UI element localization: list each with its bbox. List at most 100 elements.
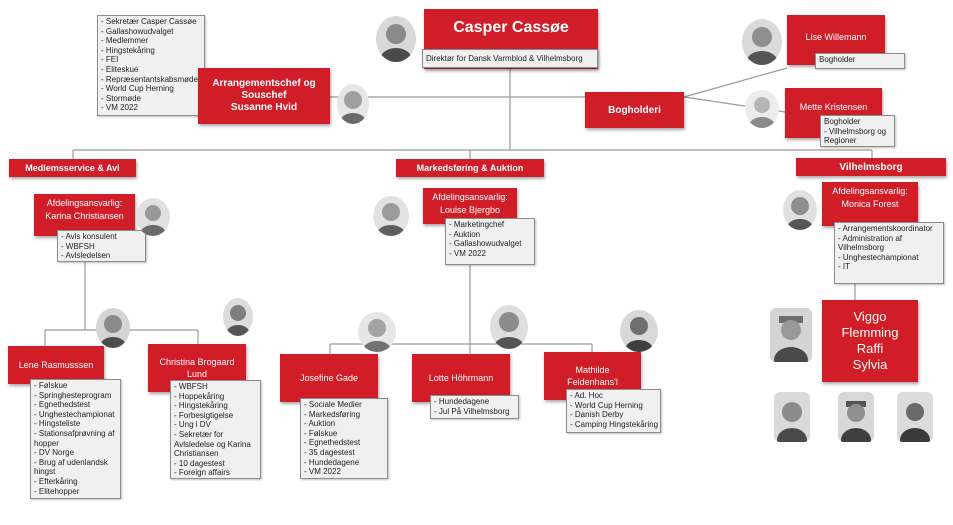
task-item: - VM 2022: [304, 467, 341, 477]
staff-lene-box: Lene Rasmusssen: [8, 346, 104, 384]
dept-marketing-header: Markedsføring & Auktion: [396, 159, 544, 177]
vilhelmsborg-staff-photo-1: [770, 308, 812, 362]
task-item: - Auktion: [449, 229, 481, 239]
vilhelmsborg-staff-box: Viggo Flemming Raffi Sylvia: [822, 300, 918, 382]
task-item: - Hundedagene: [304, 457, 360, 467]
vilhelmsborg-staff-raffi: Raffi: [856, 341, 884, 356]
task-item: - Repræsentantskabsmøde: [101, 74, 198, 84]
dept-marketing-head-tasks: - Marketingchef- Auktion- Gallashowudval…: [445, 218, 535, 265]
staff-lotte-tasks: - Hundedagene- Jul På Vilhelmsborg: [430, 395, 519, 419]
task-item: - FEI: [101, 55, 119, 65]
task-item: - Følskue: [304, 428, 338, 438]
task-item: - Sekretær for: [174, 429, 224, 439]
events-chief-box: Arrangementschef og Souschef Susanne Hvi…: [198, 68, 330, 124]
task-item: - Følskue: [34, 381, 68, 390]
task-item: - Arrangementskoordinator: [838, 224, 933, 233]
task-item: Bogholder: [819, 55, 856, 64]
dept-medlemsservice-head-name: Karina Christiansen: [45, 211, 124, 221]
dept-medlemsservice-header: Medlemsservice & Avl: [9, 159, 136, 177]
dept-marketing-head-photo: [373, 196, 409, 236]
task-item: - Foreign affairs: [174, 468, 230, 478]
task-item: - Efterkåring: [34, 476, 78, 486]
dept-vilhelmsborg-head-tasks: - Arrangementskoordinator- Administratio…: [834, 222, 944, 284]
task-item: - World Cup Herning: [101, 84, 174, 94]
task-item: Vilhelmsborg: [838, 243, 885, 253]
accountant-1-tasks: Bogholder: [815, 53, 905, 69]
task-item: - Hundedagene: [434, 397, 490, 406]
dept-medlemsservice-head-label: Afdelingsansvarlig:: [46, 198, 123, 208]
task-item: Regioner: [824, 136, 857, 146]
task-item: - Egnethedstest: [304, 438, 361, 448]
staff-lotte-box: Lotte Höhrmann: [412, 354, 510, 402]
box-label: Vilhelmsborg: [839, 161, 903, 173]
task-item: - Forbesigtigelse: [174, 410, 234, 420]
accountant-1-photo: [742, 19, 782, 65]
vilhelmsborg-staff-photo-4: [897, 392, 933, 442]
director-photo: [376, 16, 416, 62]
task-item: - Hoppekåring: [174, 391, 225, 401]
vilhelmsborg-staff-flemming: Flemming: [841, 325, 899, 340]
task-item: Avlsledelse og Karina: [174, 439, 251, 449]
staff-christina-photo: [223, 298, 253, 336]
events-chief-tasks: - Sekretær Casper Cassøe- Gallashowudval…: [97, 15, 205, 116]
vilhelmsborg-staff-photo-2: [774, 392, 810, 442]
dept-medlemsservice-head-tasks: - Avls konsulent- WBFSH- Avlsledelsen: [57, 230, 146, 262]
task-item: - Brug af udenlandsk: [34, 457, 108, 467]
task-item: - Avls konsulent: [61, 232, 117, 241]
task-item: - Medlemmer: [101, 36, 149, 46]
staff-lotte-photo: [490, 305, 528, 349]
dept-vilhelmsborg-head-box: Afdelingsansvarlig: Monica Forest: [822, 182, 918, 226]
accounting-box: Bogholderi: [585, 92, 684, 128]
task-item: - Stationsafprøvning af: [34, 428, 115, 438]
events-chief-title: Arrangementschef og Souschef: [212, 78, 316, 101]
task-item: - Unghestechampionat: [34, 409, 115, 419]
vilhelmsborg-staff-sylvia: Sylvia: [852, 357, 888, 372]
dept-vilhelmsborg-head-photo: [783, 190, 817, 230]
task-item: - Auktion: [304, 419, 336, 429]
task-item: - Hingstekåring: [174, 401, 228, 411]
task-item: - Ad. Hoc: [570, 391, 603, 400]
task-item: - Gallashowudvalget: [101, 26, 174, 36]
box-label: Lene Rasmusssen: [18, 360, 94, 370]
task-item: - Sociale Medier: [304, 400, 362, 409]
task-item: - 10 dagestest: [174, 458, 225, 468]
staff-lene-photo: [96, 308, 130, 348]
task-item: - Unghestechampionat: [838, 252, 919, 262]
task-item: - Springhesteprogram: [34, 390, 112, 400]
task-item: - Sekretær Casper Cassøe: [101, 17, 197, 26]
task-item: - Ung i DV: [174, 420, 211, 430]
staff-lene-tasks: - Følskue- Springhesteprogram- Egnetheds…: [30, 379, 121, 499]
staff-josefine-box: Josefine Gade: [280, 354, 378, 402]
task-item: - WBFSH: [61, 241, 95, 251]
task-item: - World Cup Herning: [570, 400, 643, 410]
task-item: - Hingsteliste: [34, 419, 81, 429]
dept-medlemsservice-head-box: Afdelingsansvarlig: Karina Christiansen: [34, 194, 135, 236]
task-item: - Jul På Vilhelmsborg: [434, 406, 510, 416]
task-item: Bogholder: [824, 117, 861, 126]
box-label: Christina Brogaard Lund: [159, 357, 235, 379]
director-title: Direktør for Dansk Varmblod & Vilhelmsbo…: [426, 54, 583, 63]
task-item: - Egnethedstest: [34, 400, 91, 410]
accountant-1-name: Lise Willemann: [805, 32, 867, 42]
events-chief-photo: [337, 84, 369, 124]
task-item: - Administration af: [838, 233, 903, 243]
task-item: - DV Norge: [34, 448, 75, 458]
director-name: Casper Cassøe: [453, 19, 569, 36]
accountant-2-name: Mette Kristensen: [799, 102, 868, 112]
task-item: - Avlsledelsen: [61, 251, 111, 261]
task-item: - Elitehopper: [34, 486, 80, 496]
task-item: - Markedsføring: [304, 409, 361, 419]
dept-vilhelmsborg-header: Vilhelmsborg: [796, 158, 946, 176]
dept-marketing-head-label: Afdelingsansvarlig:: [432, 192, 508, 202]
staff-josefine-photo: [358, 312, 396, 352]
task-item: - Hingstekåring: [101, 45, 155, 55]
task-item: hopper: [34, 438, 59, 448]
task-item: - Marketingchef: [449, 220, 505, 229]
accounting-label: Bogholderi: [608, 104, 661, 116]
task-item: - Camping Hingstekåring: [570, 419, 659, 429]
staff-josefine-tasks: - Sociale Medier- Markedsføring- Auktion…: [300, 398, 388, 479]
task-item: - Vilhelmsborg og: [824, 126, 887, 136]
